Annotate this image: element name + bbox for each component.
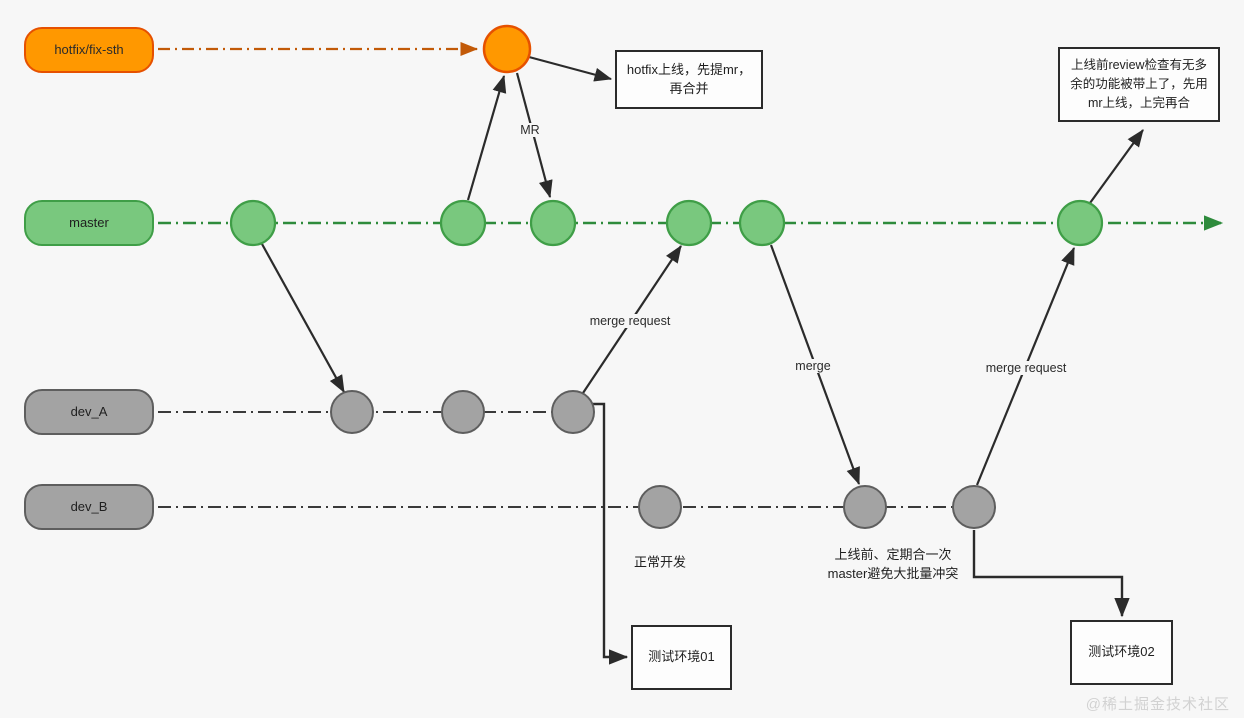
edge-master-to-review-note (1089, 129, 1144, 204)
branch-label-hotfix[interactable]: hotfix/fix-sth (24, 27, 154, 73)
commit-node-deva-2[interactable] (441, 390, 485, 434)
branch-label-master-text: master (69, 215, 109, 231)
branch-label-dev-a[interactable]: dev_A (24, 389, 154, 435)
note-box-review: 上线前review检查有无多余的功能被带上了，先用mr上线，上完再合 (1058, 47, 1220, 122)
edge-label-merge-request-1: merge request (587, 314, 673, 328)
note-box-test-env-02-text: 测试环境02 (1088, 644, 1155, 660)
branch-label-hotfix-text: hotfix/fix-sth (54, 42, 124, 58)
edge-devb-to-test02 (972, 530, 1130, 618)
node-note-merge-master: 上线前、定期合一次master避免大批量冲突 (827, 547, 959, 581)
watermark: @稀土掘金技术社区 (1085, 696, 1230, 713)
commit-node-master-1[interactable] (229, 199, 277, 247)
note-box-test-env-02: 测试环境02 (1070, 620, 1173, 685)
commit-node-master-5[interactable] (738, 199, 786, 247)
branch-label-dev-b[interactable]: dev_B (24, 484, 154, 530)
edge-master-to-deva (261, 243, 345, 393)
edge-label-merge-request-2: merge request (983, 361, 1069, 375)
note-box-hotfix: hotfix上线，先提mr，再合并 (615, 50, 763, 109)
edge-label-mr: MR (518, 123, 542, 137)
commit-node-deva-3[interactable] (551, 390, 595, 434)
edge-label-merge: merge (793, 359, 833, 373)
note-box-test-env-01-text: 测试环境01 (648, 649, 715, 665)
note-box-test-env-01: 测试环境01 (631, 625, 732, 690)
commit-node-devb-2[interactable] (843, 485, 887, 529)
branch-label-dev-b-text: dev_B (70, 499, 108, 515)
branch-label-master[interactable]: master (24, 200, 154, 246)
commit-node-deva-1[interactable] (330, 390, 374, 434)
commit-node-master-6[interactable] (1056, 199, 1104, 247)
commit-node-master-4[interactable] (665, 199, 713, 247)
edge-master-to-hotfix (466, 74, 507, 201)
commit-node-master-3[interactable] (529, 199, 577, 247)
note-box-hotfix-text: hotfix上线，先提mr，再合并 (626, 61, 752, 96)
edge-hotfix-to-note (528, 55, 613, 82)
commit-node-hotfix-1[interactable] (482, 24, 532, 74)
node-note-normal-dev: 正常开发 (633, 554, 686, 570)
edge-deva-to-test01 (581, 402, 629, 665)
branch-label-dev-a-text: dev_A (70, 404, 108, 420)
note-box-review-text: 上线前review检查有无多余的功能被带上了，先用mr上线，上完再合 (1070, 58, 1208, 110)
commit-node-devb-3[interactable] (952, 485, 996, 529)
commit-node-devb-1[interactable] (638, 485, 682, 529)
commit-node-master-2[interactable] (439, 199, 487, 247)
